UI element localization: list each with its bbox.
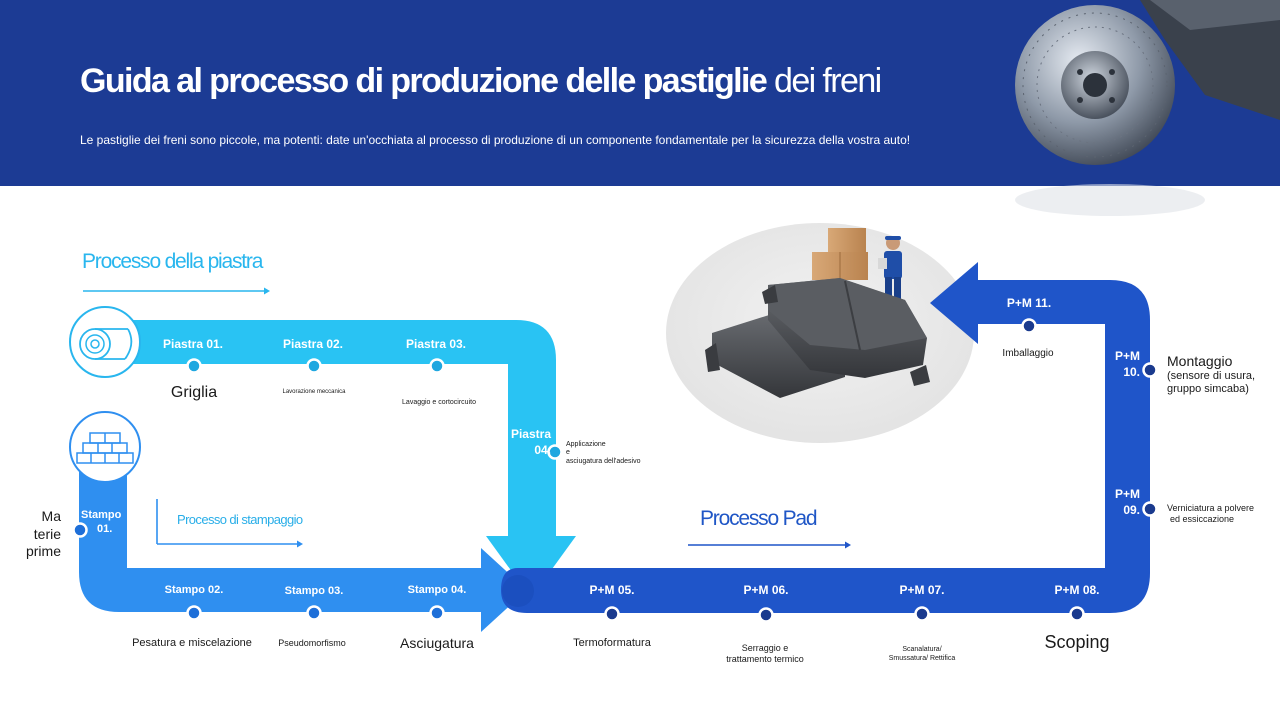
stamp-step-01-desc-line2: terie bbox=[33, 525, 61, 542]
stamp-flow-band bbox=[79, 450, 485, 612]
pad-process-title: Processo Pad bbox=[700, 507, 818, 530]
step-marker-pm-10 bbox=[1142, 362, 1158, 378]
pm-step-07-desc-line2: Smussatura/ Rettifica bbox=[888, 655, 956, 663]
plate-flow-arrowhead bbox=[486, 536, 576, 598]
step-marker-stamp-04 bbox=[429, 605, 445, 621]
pm-step-05-label: P+M 05. bbox=[589, 583, 635, 597]
pad-section-arrow bbox=[688, 541, 851, 549]
pm-step-09-label-line2: 09. bbox=[1123, 502, 1140, 517]
step-marker-pm-07 bbox=[914, 606, 930, 622]
page-title: Guida al processo di produzione delle pa… bbox=[80, 62, 882, 101]
pm-step-09-desc: Verniciatura a polvere ed essiccazione bbox=[1167, 503, 1254, 526]
pm-step-06-desc-line2: trattamento termico bbox=[726, 654, 804, 665]
step-marker-plate-01 bbox=[186, 358, 202, 374]
pm-step-07-desc: Scanalatura/ Smussatura/ Rettifica bbox=[889, 645, 956, 664]
pm-step-10-label-line1: P+M bbox=[1114, 349, 1140, 363]
plate-step-04-desc-line1: Applicazione bbox=[566, 441, 606, 448]
pm-step-11-label: P+M 11. bbox=[1006, 296, 1052, 310]
brake-pads-product-image bbox=[666, 223, 974, 443]
step-marker-plate-03 bbox=[429, 358, 445, 374]
flow-junction bbox=[502, 575, 534, 607]
stacked-bricks-icon bbox=[69, 411, 141, 483]
pm-step-06-label: P+M 06. bbox=[743, 583, 789, 597]
pm-step-10-label: P+M 10. bbox=[1108, 349, 1140, 380]
pm-step-07-label: P+M 07. bbox=[899, 583, 945, 597]
stamp-step-03-label: Stampo 03. bbox=[284, 585, 344, 597]
stamp-step-01-label: Stampo 01. bbox=[81, 508, 121, 537]
plate-step-04-label: Piastra 04. bbox=[508, 427, 551, 458]
pm-step-10-label-line2: 10. bbox=[1123, 364, 1140, 379]
plate-step-01-desc: Griglia bbox=[170, 384, 218, 401]
plate-step-04-label-line2: 04. bbox=[534, 442, 551, 457]
pm-step-05-desc: Termoformatura bbox=[573, 637, 651, 649]
stamp-step-01-label-line2: 01. bbox=[97, 523, 113, 536]
plate-step-02-label: Piastra 02. bbox=[282, 337, 344, 351]
pad-flow-arrowhead bbox=[930, 262, 978, 344]
pm-step-08-desc: Scoping bbox=[1044, 632, 1110, 652]
plate-section-arrow bbox=[83, 287, 270, 295]
step-marker-pm-05 bbox=[604, 606, 620, 622]
stamp-step-02-label: Stampo 02. bbox=[164, 584, 224, 596]
pm-step-09-label-line1: P+M bbox=[1114, 487, 1140, 501]
pm-step-10-desc: Montaggio (sensore di usura, gruppo simc… bbox=[1167, 353, 1255, 396]
plate-step-04-label-line1: Piastra bbox=[510, 427, 551, 441]
pm-step-09-desc-line2: ed essiccazione bbox=[1170, 514, 1235, 525]
page-title-light: dei freni bbox=[766, 62, 882, 100]
stamp-step-04-label: Stampo 04. bbox=[407, 584, 467, 596]
step-marker-pm-08 bbox=[1069, 606, 1085, 622]
pm-step-07-desc-line1: Scanalatura/ bbox=[902, 646, 942, 653]
pad-flow-band bbox=[501, 280, 1150, 613]
step-marker-pm-11 bbox=[1021, 318, 1037, 334]
plate-step-04-desc: Applicazione e asciugatura dell'adesivo bbox=[566, 441, 641, 466]
brake-disc-image bbox=[1015, 0, 1280, 216]
plate-step-01-label: Piastra 01. bbox=[162, 337, 224, 351]
steel-coil-icon bbox=[69, 306, 141, 378]
pm-step-09-desc-line1: Verniciatura a polvere bbox=[1167, 503, 1255, 513]
step-marker-stamp-01 bbox=[72, 522, 88, 538]
step-marker-pm-09 bbox=[1142, 501, 1158, 517]
step-marker-pm-06 bbox=[758, 607, 774, 623]
plate-process-title: Processo della piastra bbox=[82, 250, 263, 273]
stamp-step-01-desc-line1: Ma bbox=[41, 508, 61, 524]
pm-step-09-label: P+M 09. bbox=[1108, 487, 1140, 518]
step-marker-plate-04 bbox=[547, 444, 563, 460]
plate-step-markers bbox=[186, 358, 563, 460]
pm-step-10-desc-line2: (sensore di usura, bbox=[1167, 369, 1256, 382]
stamp-step-01-desc-line3: prime bbox=[25, 543, 61, 559]
pm-step-11-desc: Imballaggio bbox=[1002, 348, 1054, 359]
pm-step-06-desc-line1: Serraggio e bbox=[741, 643, 789, 653]
stamp-step-01-label-line1: Stampo bbox=[81, 509, 122, 521]
plate-step-04-desc-line2: e bbox=[566, 449, 570, 457]
stamp-step-01-desc: Ma terie prime bbox=[20, 508, 61, 561]
step-marker-plate-02 bbox=[306, 358, 322, 374]
pm-step-10-desc-line3: gruppo simcaba) bbox=[1167, 382, 1249, 395]
stamp-section-arrow bbox=[156, 499, 303, 548]
stamp-step-04-desc: Asciugatura bbox=[400, 635, 474, 651]
stamp-step-markers bbox=[72, 522, 445, 621]
plate-step-04-desc-line3: asciugatura dell'adesivo bbox=[566, 457, 641, 465]
stamp-step-02-desc: Pesatura e miscelazione bbox=[132, 637, 252, 649]
page-title-bold: Guida al processo di produzione delle pa… bbox=[80, 62, 768, 100]
stamp-step-03-desc: Pseudomorfismo bbox=[278, 638, 346, 648]
worker-figure bbox=[878, 236, 902, 307]
plate-flow-band bbox=[125, 320, 556, 536]
plate-step-03-label: Piastra 03. bbox=[405, 337, 467, 351]
pm-step-08-label: P+M 08. bbox=[1054, 583, 1100, 597]
plate-step-03-desc: Lavaggio e cortocircuito bbox=[402, 399, 476, 406]
plate-step-02-desc: Lavorazione meccanica bbox=[282, 389, 346, 395]
step-marker-stamp-02 bbox=[186, 605, 202, 621]
pm-step-10-desc-line1: Montaggio bbox=[1167, 353, 1233, 369]
pad-step-markers bbox=[604, 318, 1158, 623]
page-subtitle: Le pastiglie dei freni sono piccole, ma … bbox=[80, 133, 911, 147]
pm-step-06-desc: Serraggio e trattamento termico bbox=[726, 643, 804, 666]
step-marker-stamp-03 bbox=[306, 605, 322, 621]
stamping-process-title: Processo di stampaggio bbox=[177, 512, 303, 527]
